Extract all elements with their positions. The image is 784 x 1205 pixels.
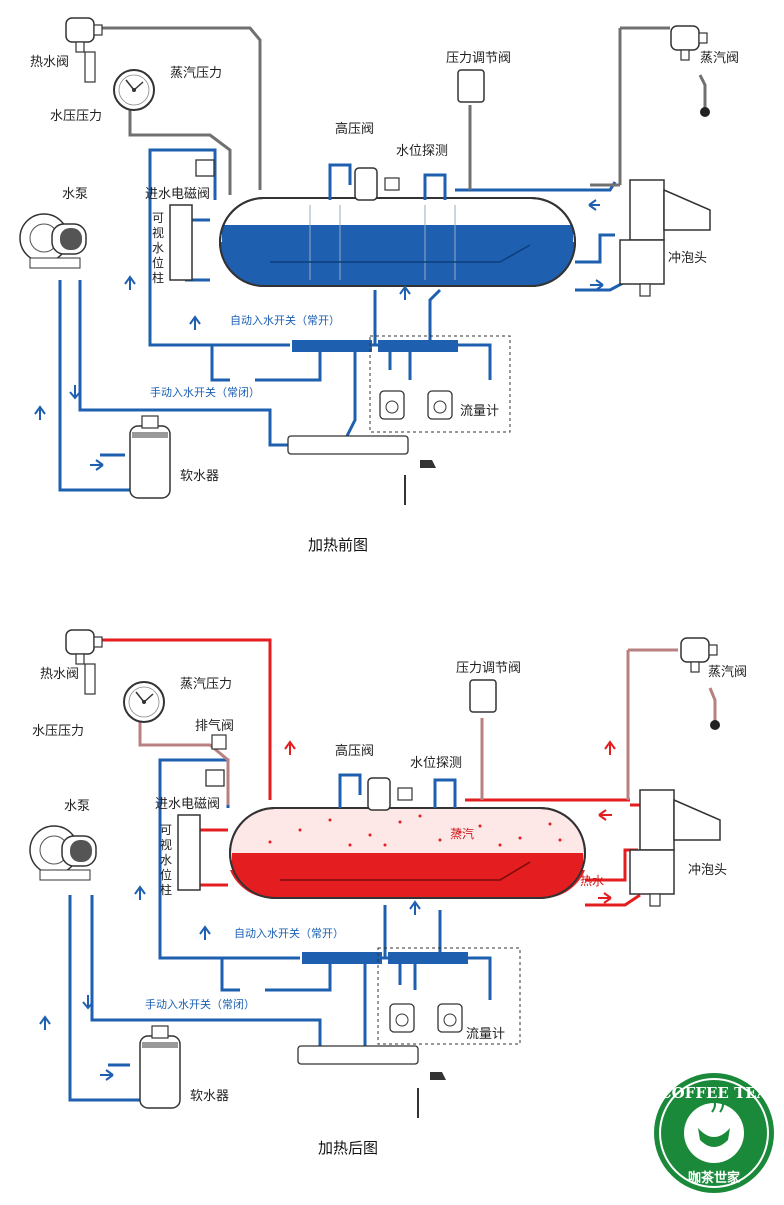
label-water-pressure-after: 水压压力 (32, 724, 84, 739)
manifold-before-1 (292, 340, 372, 352)
water-pump-icon (19, 213, 87, 269)
flowmeter-2-icon-after (437, 1003, 463, 1033)
label-brew-head: 冲泡头 (668, 251, 707, 266)
logo-bottom-text: 咖茶世家 (688, 1170, 741, 1186)
sight-glass-icon-after (177, 814, 201, 891)
water-softener-icon (129, 415, 171, 499)
label-level-probe-after: 水位探测 (410, 756, 462, 771)
flowmeter-2-icon (427, 390, 453, 420)
main-inlet-pipe-icon-after (297, 1045, 419, 1065)
boiler-before (219, 197, 576, 287)
caption-after: 加热后图 (318, 1139, 378, 1157)
steam-dots (268, 814, 562, 847)
flowmeter-box-before (369, 335, 511, 433)
label-flowmeter: 流量计 (460, 404, 499, 419)
label-pump: 水泵 (62, 187, 88, 202)
label-pressure-regulator-after: 压力调节阀 (456, 661, 521, 676)
label-steam-pressure-after: 蒸汽压力 (180, 677, 232, 692)
level-probe-icon-after (397, 787, 413, 801)
label-inlet-solenoid-after: 进水电磁阀 (155, 797, 220, 812)
label-auto-switch: 自动入水开关（常开） (230, 313, 340, 327)
label-auto-switch-after: 自动入水开关（常开） (234, 926, 344, 940)
brew-head-icon (619, 179, 711, 297)
label-inlet-solenoid: 进水电磁阀 (145, 187, 210, 202)
coffee-tea-logo: COFFEE TEA 咖茶世家 (654, 1073, 774, 1193)
high-pressure-valve-icon-after (367, 777, 391, 811)
label-softener: 软水器 (180, 469, 219, 484)
label-flowmeter-after: 流量计 (466, 1027, 505, 1042)
label-sight-glass: 可视水位柱 (152, 211, 164, 285)
label-high-pressure-valve-after: 高压阀 (335, 743, 374, 759)
main-inlet-pipe-icon (287, 435, 409, 455)
flowmeter-1-icon (379, 390, 405, 420)
water-pump-icon-after (29, 825, 97, 881)
label-manual-switch: 手动入水开关（常闭） (150, 385, 260, 399)
flow-arrows-after-red (284, 740, 616, 904)
label-steam-valve: 蒸汽阀 (700, 51, 739, 66)
manifold-before-2 (378, 340, 458, 352)
exhaust-valve-icon (211, 734, 227, 750)
boiler-after (229, 807, 586, 899)
manifold-after-2 (388, 952, 468, 964)
label-manual-switch-after: 手动入水开关（常闭） (145, 997, 255, 1011)
label-water-pressure: 水压压力 (50, 109, 102, 124)
after-diagram: 热水阀 蒸汽压力 水压压力 排气阀 压力调节阀 蒸汽阀 高压阀 水位探测 水泵 … (29, 629, 747, 1157)
high-pressure-valve-icon (354, 167, 378, 201)
manifold-after-1 (302, 952, 382, 964)
before-diagram: 热水阀 蒸汽压力 水压压力 压力调节阀 蒸汽阀 高压阀 水位探测 水泵 进水电磁… (19, 17, 739, 554)
inlet-solenoid-icon (195, 159, 215, 177)
label-softener-after: 软水器 (190, 1089, 229, 1104)
level-probe-icon (384, 177, 400, 191)
pressure-gauge-icon (113, 69, 155, 111)
label-hot-water: 热水 (580, 874, 604, 888)
pressure-regulator-icon (457, 69, 485, 103)
inlet-solenoid-icon-after (205, 769, 225, 787)
label-steam-valve-after: 蒸汽阀 (708, 665, 747, 680)
flowmeter-1-icon-after (389, 1003, 415, 1033)
label-exhaust-valve: 排气阀 (195, 718, 234, 734)
label-sight-glass-after: 可视水位柱 (160, 823, 172, 897)
label-brew-head-after: 冲泡头 (688, 863, 727, 878)
pressure-regulator-icon-after (469, 679, 497, 713)
logo-top-text: COFFEE TEA (660, 1084, 769, 1102)
label-hot-water-valve-after: 热水阀 (40, 667, 79, 682)
water-softener-icon-after (139, 1025, 181, 1109)
label-high-pressure-valve: 高压阀 (335, 121, 374, 137)
label-pump-after: 水泵 (64, 799, 90, 814)
label-hot-water-valve: 热水阀 (30, 55, 69, 70)
grey-pipes-before (100, 26, 707, 195)
caption-before: 加热前图 (308, 536, 368, 554)
label-pressure-regulator: 压力调节阀 (446, 51, 511, 66)
flowmeter-box-after (377, 947, 521, 1045)
hot-water-valve-icon (65, 17, 103, 53)
label-steam: 蒸汽 (450, 826, 474, 841)
flow-arrows-after-blue (39, 885, 421, 1081)
flow-arrows-before (34, 199, 604, 471)
pressure-gauge-icon-after (123, 681, 165, 723)
sight-glass-icon (169, 204, 193, 281)
label-steam-pressure: 蒸汽压力 (170, 66, 222, 81)
label-level-probe: 水位探测 (396, 144, 448, 159)
grey-pipes-after (138, 648, 717, 805)
hot-water-valve-icon-after (65, 629, 103, 665)
brew-head-icon-after (629, 789, 721, 907)
